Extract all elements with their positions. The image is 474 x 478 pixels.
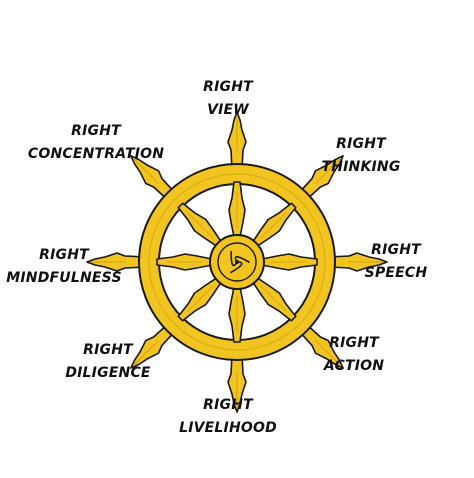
label-right-mindfulness-line1: RIGHT [39,247,89,263]
label-right-speech-line2: SPEECH [364,265,428,282]
label-right-speech-line1: RIGHT [371,242,421,258]
handle-action [297,322,344,369]
label-right-livelihood: RIGHT LIVELIHOOD [179,394,277,440]
spoke-view [228,181,246,238]
handle-thinking [297,155,344,202]
handle-concentration [130,155,177,202]
label-right-diligence: RIGHT DILIGENCE [65,339,150,385]
label-right-thinking-line2: THINKING [321,159,401,176]
label-right-mindfulness: RIGHT MINDFULNESS [6,244,121,290]
label-right-mindfulness-line2: MINDFULNESS [6,270,122,287]
handle-view [227,111,247,171]
spoke-thinking [251,202,297,248]
label-right-view: RIGHT VIEW [203,76,253,122]
label-right-thinking: RIGHT THINKING [321,133,400,179]
label-right-speech: RIGHT SPEECH [365,239,428,285]
label-right-diligence-line1: RIGHT [83,342,133,358]
label-right-thinking-line1: RIGHT [336,136,386,152]
spoke-action [251,276,297,322]
spoke-livelihood [228,286,246,343]
label-right-livelihood-line2: LIVELIHOOD [179,420,277,437]
label-right-concentration-line2: CONCENTRATION [27,146,165,163]
label-right-concentration-line1: RIGHT [71,123,121,139]
spoke-diligence [177,276,223,322]
label-right-concentration: RIGHT CONCENTRATION [28,120,164,166]
label-right-diligence-line2: DILIGENCE [65,365,151,382]
label-right-action-line1: RIGHT [329,335,379,351]
handle-mindfulness [86,252,146,272]
label-right-view-line2: VIEW [207,102,249,119]
label-right-livelihood-line1: RIGHT [203,397,253,413]
label-right-action-line2: ACTION [323,358,385,375]
spoke-concentration [177,202,223,248]
gankyil-swirl-icon [230,250,250,274]
handle-diligence [130,322,177,369]
handle-livelihood [227,353,247,413]
spoke-mindfulness [156,253,213,271]
handle-speech [328,252,388,272]
label-right-action: RIGHT ACTION [324,332,384,378]
spoke-speech [261,253,318,271]
label-right-view-line1: RIGHT [203,79,253,95]
